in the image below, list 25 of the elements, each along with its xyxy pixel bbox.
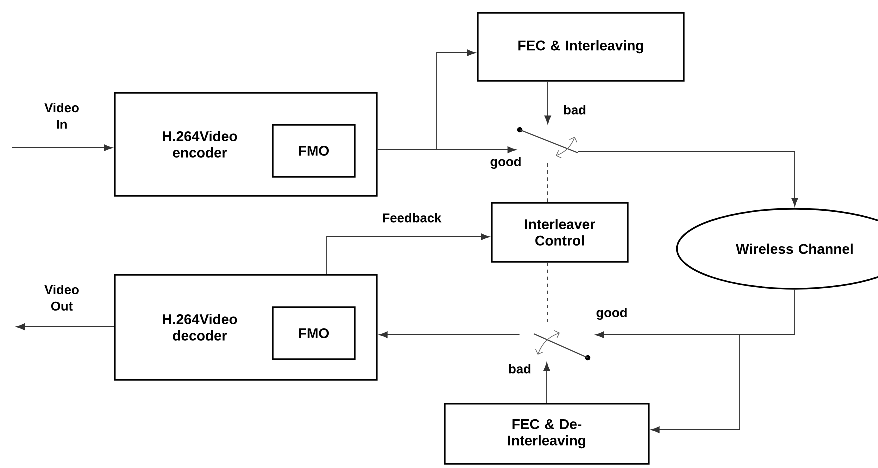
switch-drawing — [517, 127, 578, 159]
signal-label: Video In — [44, 103, 79, 129]
arrow — [379, 332, 520, 338]
edge-label: Feedback — [381, 212, 443, 224]
arrow — [326, 234, 490, 275]
arrow — [596, 332, 740, 338]
switch-drawing — [534, 330, 591, 361]
signal-label: Video Out — [44, 285, 79, 311]
arrow — [544, 362, 550, 404]
process-box: FMO — [272, 306, 356, 360]
arrow — [16, 324, 115, 330]
process-box: Interleaver Control — [491, 202, 629, 263]
arrow — [578, 152, 798, 207]
arrow — [651, 334, 740, 434]
arrow — [544, 81, 552, 124]
arrow — [377, 50, 476, 150]
edge-label: good — [489, 156, 523, 170]
process-box: FMO — [272, 124, 356, 178]
process-box: FEC & Interleaving — [477, 12, 685, 82]
edge-label: bad — [562, 104, 588, 116]
connector-line — [740, 289, 796, 336]
process-box: FEC & De-Interleaving — [444, 403, 650, 465]
edge-label: good — [595, 306, 629, 322]
arrow — [12, 144, 113, 152]
edge-label: bad — [507, 363, 533, 375]
